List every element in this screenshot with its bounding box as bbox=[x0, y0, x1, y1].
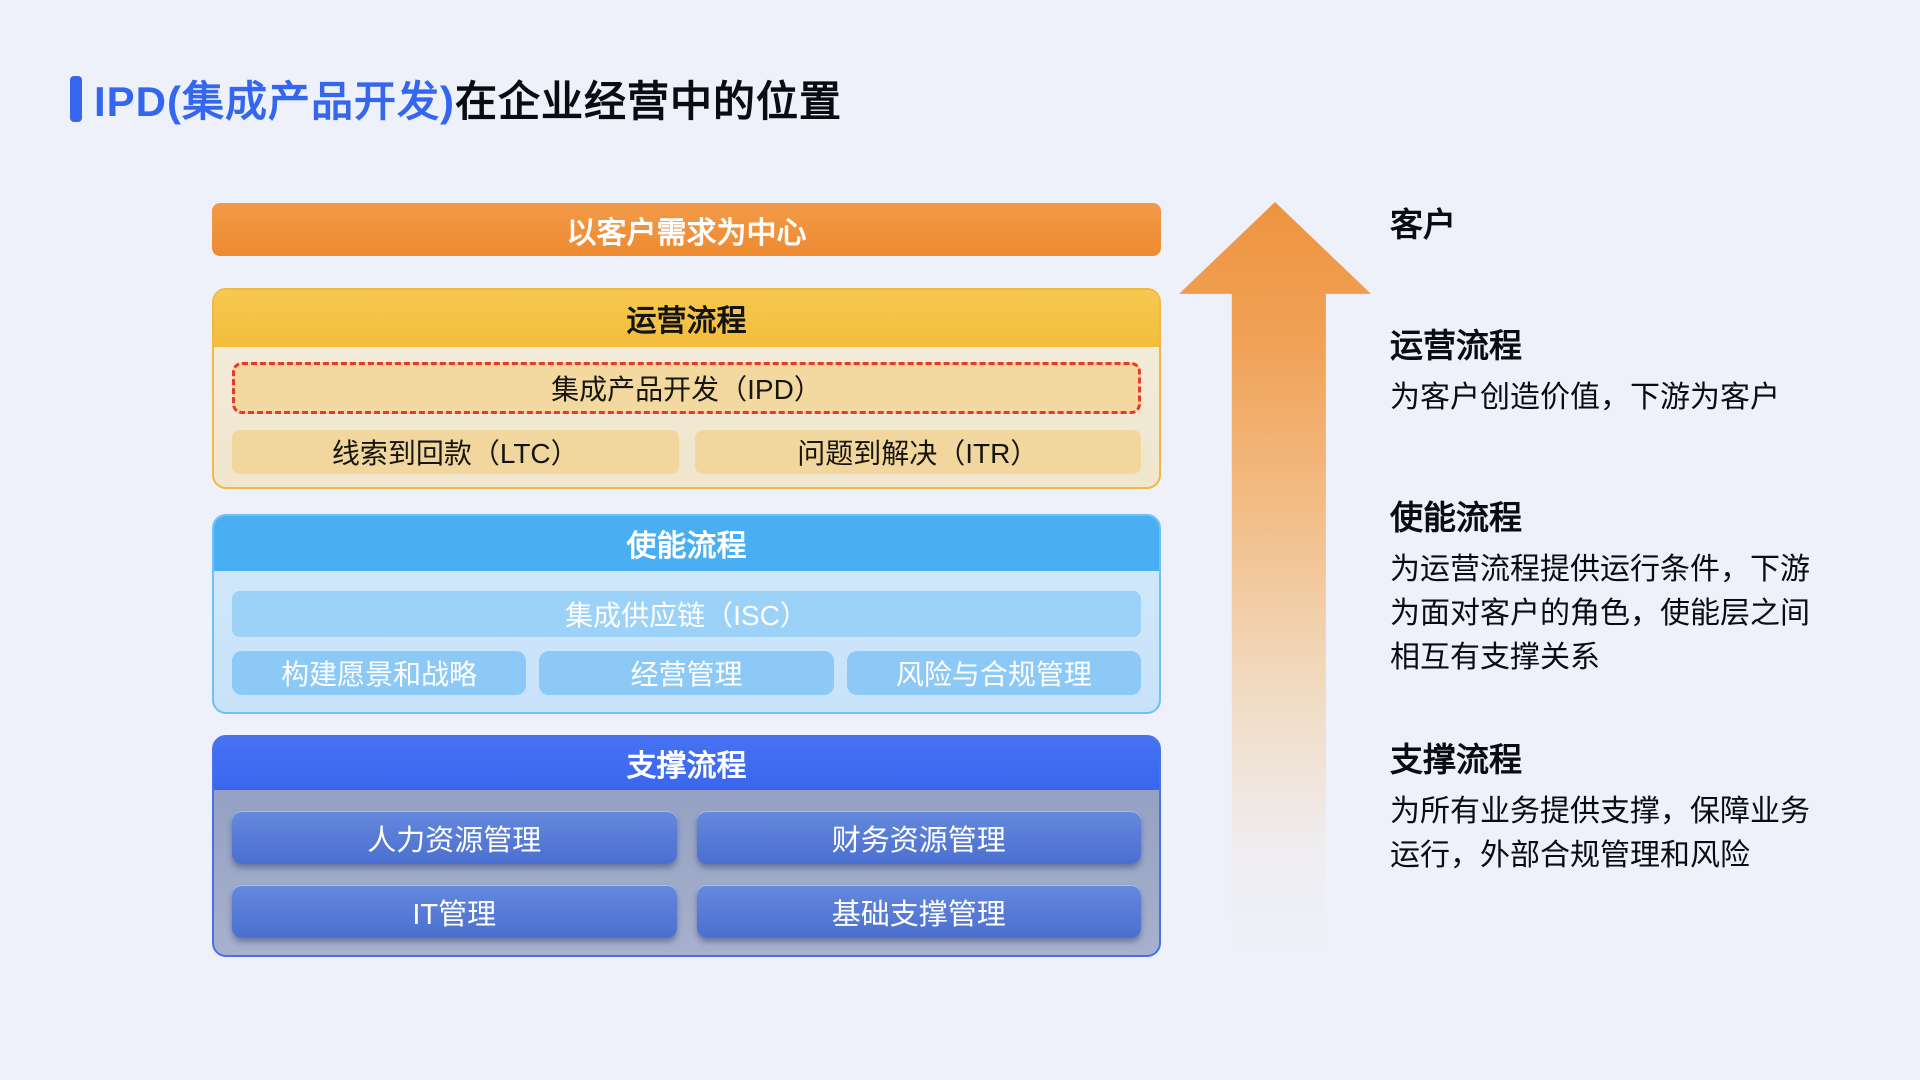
operation-body: 集成产品开发（IPD） 线索到回款（LTC） 问题到解决（ITR） bbox=[214, 347, 1159, 474]
isc-box: 集成供应链（ISC） bbox=[232, 591, 1141, 637]
support-body: 人力资源管理 财务资源管理 IT管理 基础支撑管理 bbox=[214, 790, 1159, 938]
support-section: 支撑流程 人力资源管理 财务资源管理 IT管理 基础支撑管理 bbox=[212, 735, 1161, 957]
operation-header: 运营流程 bbox=[214, 290, 1159, 347]
infrastructure-support-box: 基础支撑管理 bbox=[696, 885, 1141, 938]
enabling-sub-row: 构建愿景和战略 经营管理 风险与合规管理 bbox=[232, 651, 1141, 695]
enabling-body: 集成供应链（ISC） 构建愿景和战略 经营管理 风险与合规管理 bbox=[214, 571, 1159, 695]
support-header: 支撑流程 bbox=[214, 737, 1159, 790]
vision-strategy-box: 构建愿景和战略 bbox=[232, 651, 527, 695]
operation-section: 运营流程 集成产品开发（IPD） 线索到回款（LTC） 问题到解决（ITR） bbox=[212, 288, 1161, 489]
title-accent-bar bbox=[70, 76, 82, 122]
ltc-box: 线索到回款（LTC） bbox=[232, 430, 679, 474]
annotation-support: 支撑流程 为所有业务提供支撑，保障业务 运行，外部合规管理和风险 bbox=[1390, 740, 1910, 878]
ipd-dashed-box: 集成产品开发（IPD） bbox=[232, 362, 1141, 414]
risk-compliance-box: 风险与合规管理 bbox=[846, 651, 1141, 695]
customer-focus-bar: 以客户需求为中心 bbox=[212, 203, 1161, 256]
annotation-operation: 运营流程 为客户创造价值，下游为客户 bbox=[1390, 326, 1910, 420]
annotation-customer: 客户 bbox=[1390, 205, 1910, 245]
annotation-operation-body: 为客户创造价值，下游为客户 bbox=[1390, 380, 1780, 414]
operation-sub-row: 线索到回款（LTC） 问题到解决（ITR） bbox=[232, 430, 1141, 474]
enabling-header: 使能流程 bbox=[214, 516, 1159, 571]
annotation-support-body: 为所有业务提供支撑，保障业务 运行，外部合规管理和风险 bbox=[1390, 794, 1810, 872]
annotation-operation-heading: 运营流程 bbox=[1390, 327, 1522, 364]
itr-box: 问题到解决（ITR） bbox=[694, 430, 1141, 474]
it-management-box: IT管理 bbox=[232, 885, 677, 938]
enabling-section: 使能流程 集成供应链（ISC） 构建愿景和战略 经营管理 风险与合规管理 bbox=[212, 514, 1161, 714]
support-row-2: IT管理 基础支撑管理 bbox=[232, 885, 1141, 938]
page-title-rest: 在企业经营中的位置 bbox=[455, 78, 843, 125]
business-management-box: 经营管理 bbox=[539, 651, 834, 695]
annotation-enabling-body: 为运营流程提供运行条件，下游 为面对客户的角色，使能层之间 相互有支撑关系 bbox=[1390, 552, 1810, 674]
up-arrow bbox=[1179, 202, 1371, 955]
annotation-enabling-heading: 使能流程 bbox=[1390, 499, 1522, 536]
annotation-customer-heading: 客户 bbox=[1390, 206, 1456, 243]
hr-management-box: 人力资源管理 bbox=[232, 811, 677, 864]
support-row-1: 人力资源管理 财务资源管理 bbox=[232, 811, 1141, 864]
finance-management-box: 财务资源管理 bbox=[696, 811, 1141, 864]
annotation-enabling: 使能流程 为运营流程提供运行条件，下游 为面对客户的角色，使能层之间 相互有支撑… bbox=[1390, 498, 1910, 680]
annotation-support-heading: 支撑流程 bbox=[1390, 741, 1522, 778]
page-title-highlight: IPD(集成产品开发) bbox=[94, 78, 455, 125]
page-title: IPD(集成产品开发)在企业经营中的位置 bbox=[94, 68, 842, 129]
